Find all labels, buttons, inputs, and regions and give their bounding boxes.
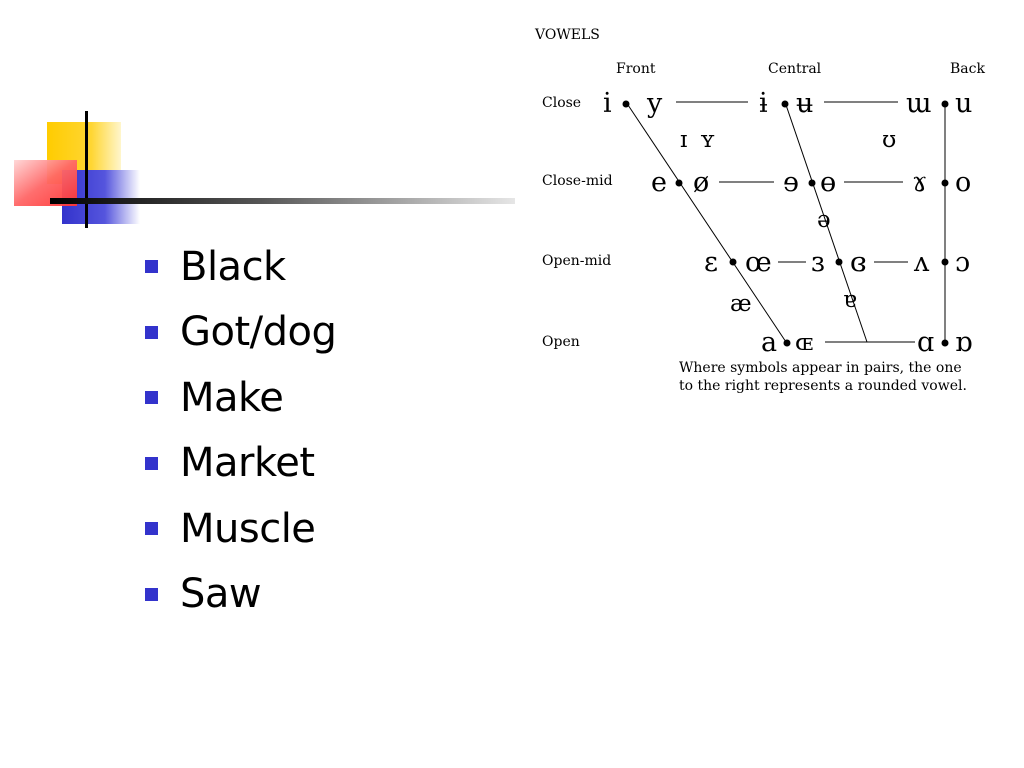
- central-diagonal-line: [784, 101, 868, 343]
- vowel-symbol: ɘ: [783, 167, 799, 198]
- row-close-mid-label: Close-mid: [542, 173, 613, 189]
- vowel-dot: [783, 339, 791, 347]
- bullet-text: Black: [180, 243, 286, 290]
- vowel-symbol: ɒ: [955, 327, 972, 358]
- vowel-symbol: ɜ: [811, 247, 825, 278]
- vowel-symbol: ɔ: [955, 247, 970, 278]
- vowel-dot: [835, 258, 843, 266]
- vowel-dot: [675, 179, 683, 187]
- vowel-symbol: ɛ: [704, 247, 718, 278]
- bullet-text: Market: [180, 440, 315, 487]
- vowel-dot: [808, 179, 816, 187]
- vowel-symbol: ɐ: [843, 287, 857, 313]
- bullet-square-icon: [145, 260, 158, 274]
- column-central-label: Central: [768, 61, 822, 77]
- vowel-symbol: ɯ: [906, 88, 932, 119]
- row-open-mid-label: Open-mid: [542, 253, 611, 269]
- vowel-symbol: i: [603, 88, 612, 119]
- vowel-chart: VOWELS Front Central Back Close Close-mi…: [534, 27, 985, 394]
- vowel-symbol: o: [955, 167, 971, 198]
- row-open-label: Open: [542, 334, 580, 350]
- vowel-dot: [941, 100, 949, 108]
- row-close-label: Close: [542, 95, 581, 111]
- vowel-symbol: ɵ: [820, 167, 836, 198]
- bullet-text: Got/dog: [180, 309, 337, 356]
- vowel-symbol: ø: [693, 167, 709, 198]
- vowel-symbol: ə: [817, 207, 831, 233]
- vowel-dot: [941, 179, 949, 187]
- vowel-dot: [941, 258, 949, 266]
- bullet-item: Make: [145, 365, 336, 431]
- slide-decoration: [14, 111, 515, 228]
- vowel-symbol: ɨ: [759, 88, 768, 119]
- bullet-item: Black: [145, 234, 336, 300]
- chart-title: VOWELS: [534, 27, 600, 43]
- bullet-square-icon: [145, 587, 158, 601]
- vertical-rule: [85, 111, 88, 228]
- bullet-square-icon: [145, 456, 158, 470]
- bullet-item: Saw: [145, 562, 336, 628]
- chart-note-line-1: Where symbols appear in pairs, the one: [679, 360, 962, 376]
- vowel-symbol: ɑ: [917, 327, 934, 358]
- vowel-symbol: a: [761, 327, 777, 358]
- vowel-symbol: ɞ: [850, 247, 867, 278]
- bullet-item: Market: [145, 431, 336, 497]
- vowel-symbol: ʏ: [700, 127, 715, 153]
- vowel-dot: [622, 100, 630, 108]
- column-front-label: Front: [616, 61, 656, 77]
- bullet-square-icon: [145, 522, 158, 536]
- horizontal-rule: [50, 198, 515, 204]
- column-back-label: Back: [950, 61, 985, 77]
- vowel-symbol: u: [955, 88, 972, 119]
- vowel-symbol: ɤ: [912, 167, 927, 198]
- vowel-dot: [781, 100, 789, 108]
- vowel-dot: [941, 339, 949, 347]
- bullet-text: Muscle: [180, 505, 316, 552]
- vowel-symbol: e: [651, 167, 667, 198]
- bullet-text: Make: [180, 374, 284, 421]
- vowel-dot: [729, 258, 737, 266]
- vowel-symbol: ʉ: [796, 88, 813, 119]
- bullet-square-icon: [145, 391, 158, 405]
- bullet-item: Muscle: [145, 496, 336, 562]
- vowel-symbol: ʊ: [882, 127, 896, 153]
- bullet-item: Got/dog: [145, 300, 337, 366]
- front-edge-line: [625, 101, 787, 343]
- bullet-square-icon: [145, 325, 158, 339]
- bullet-list: Black Got/dog Make Market Muscle Saw: [145, 234, 337, 628]
- vowel-symbol: y: [646, 88, 663, 119]
- vowel-symbol: ɶ: [795, 330, 813, 356]
- bullet-text: Saw: [180, 571, 262, 618]
- vowel-symbol: æ: [730, 291, 752, 317]
- vowel-symbol: ʌ: [913, 247, 930, 278]
- chart-note-line-2: to the right represents a rounded vowel.: [679, 378, 967, 394]
- vowel-symbol: ɪ: [680, 127, 687, 153]
- vowel-symbol: œ: [745, 247, 772, 278]
